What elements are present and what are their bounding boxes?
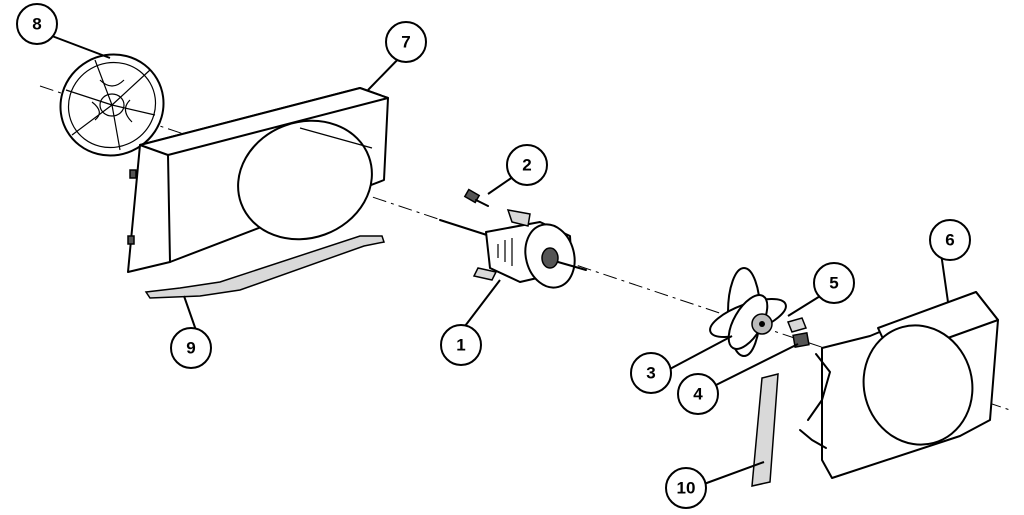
callout-9-label: 9 xyxy=(186,339,195,358)
callout-4: 4 xyxy=(677,373,719,415)
callout-7-label: 7 xyxy=(401,33,410,52)
callout-1: 1 xyxy=(440,324,482,366)
callout-1-label: 1 xyxy=(456,336,465,355)
callout-6-label: 6 xyxy=(945,231,954,250)
fan-blade-part-3 xyxy=(709,267,787,357)
clip-part-5 xyxy=(786,317,808,333)
callout-10-label: 10 xyxy=(677,479,696,498)
callout-9: 9 xyxy=(170,327,212,369)
shroud-part-7 xyxy=(127,87,389,273)
leader-lines xyxy=(51,35,949,485)
callout-3-label: 3 xyxy=(646,364,655,383)
strip-part-10 xyxy=(751,373,779,487)
callout-8-label: 8 xyxy=(32,15,41,34)
callout-3: 3 xyxy=(630,352,672,394)
screw-part-2 xyxy=(463,188,489,207)
callout-2-label: 2 xyxy=(522,156,531,175)
callout-2: 2 xyxy=(506,144,548,186)
callout-5-label: 5 xyxy=(829,274,838,293)
orifice-part-6 xyxy=(799,291,999,479)
callout-5: 5 xyxy=(813,262,855,304)
callout-8: 8 xyxy=(16,3,58,45)
motor-part-1 xyxy=(439,209,587,289)
callout-10: 10 xyxy=(665,467,707,509)
fan-guard-part-8 xyxy=(59,53,165,157)
callout-4-label: 4 xyxy=(693,385,703,404)
callout-7: 7 xyxy=(385,21,427,63)
callout-6: 6 xyxy=(929,219,971,261)
